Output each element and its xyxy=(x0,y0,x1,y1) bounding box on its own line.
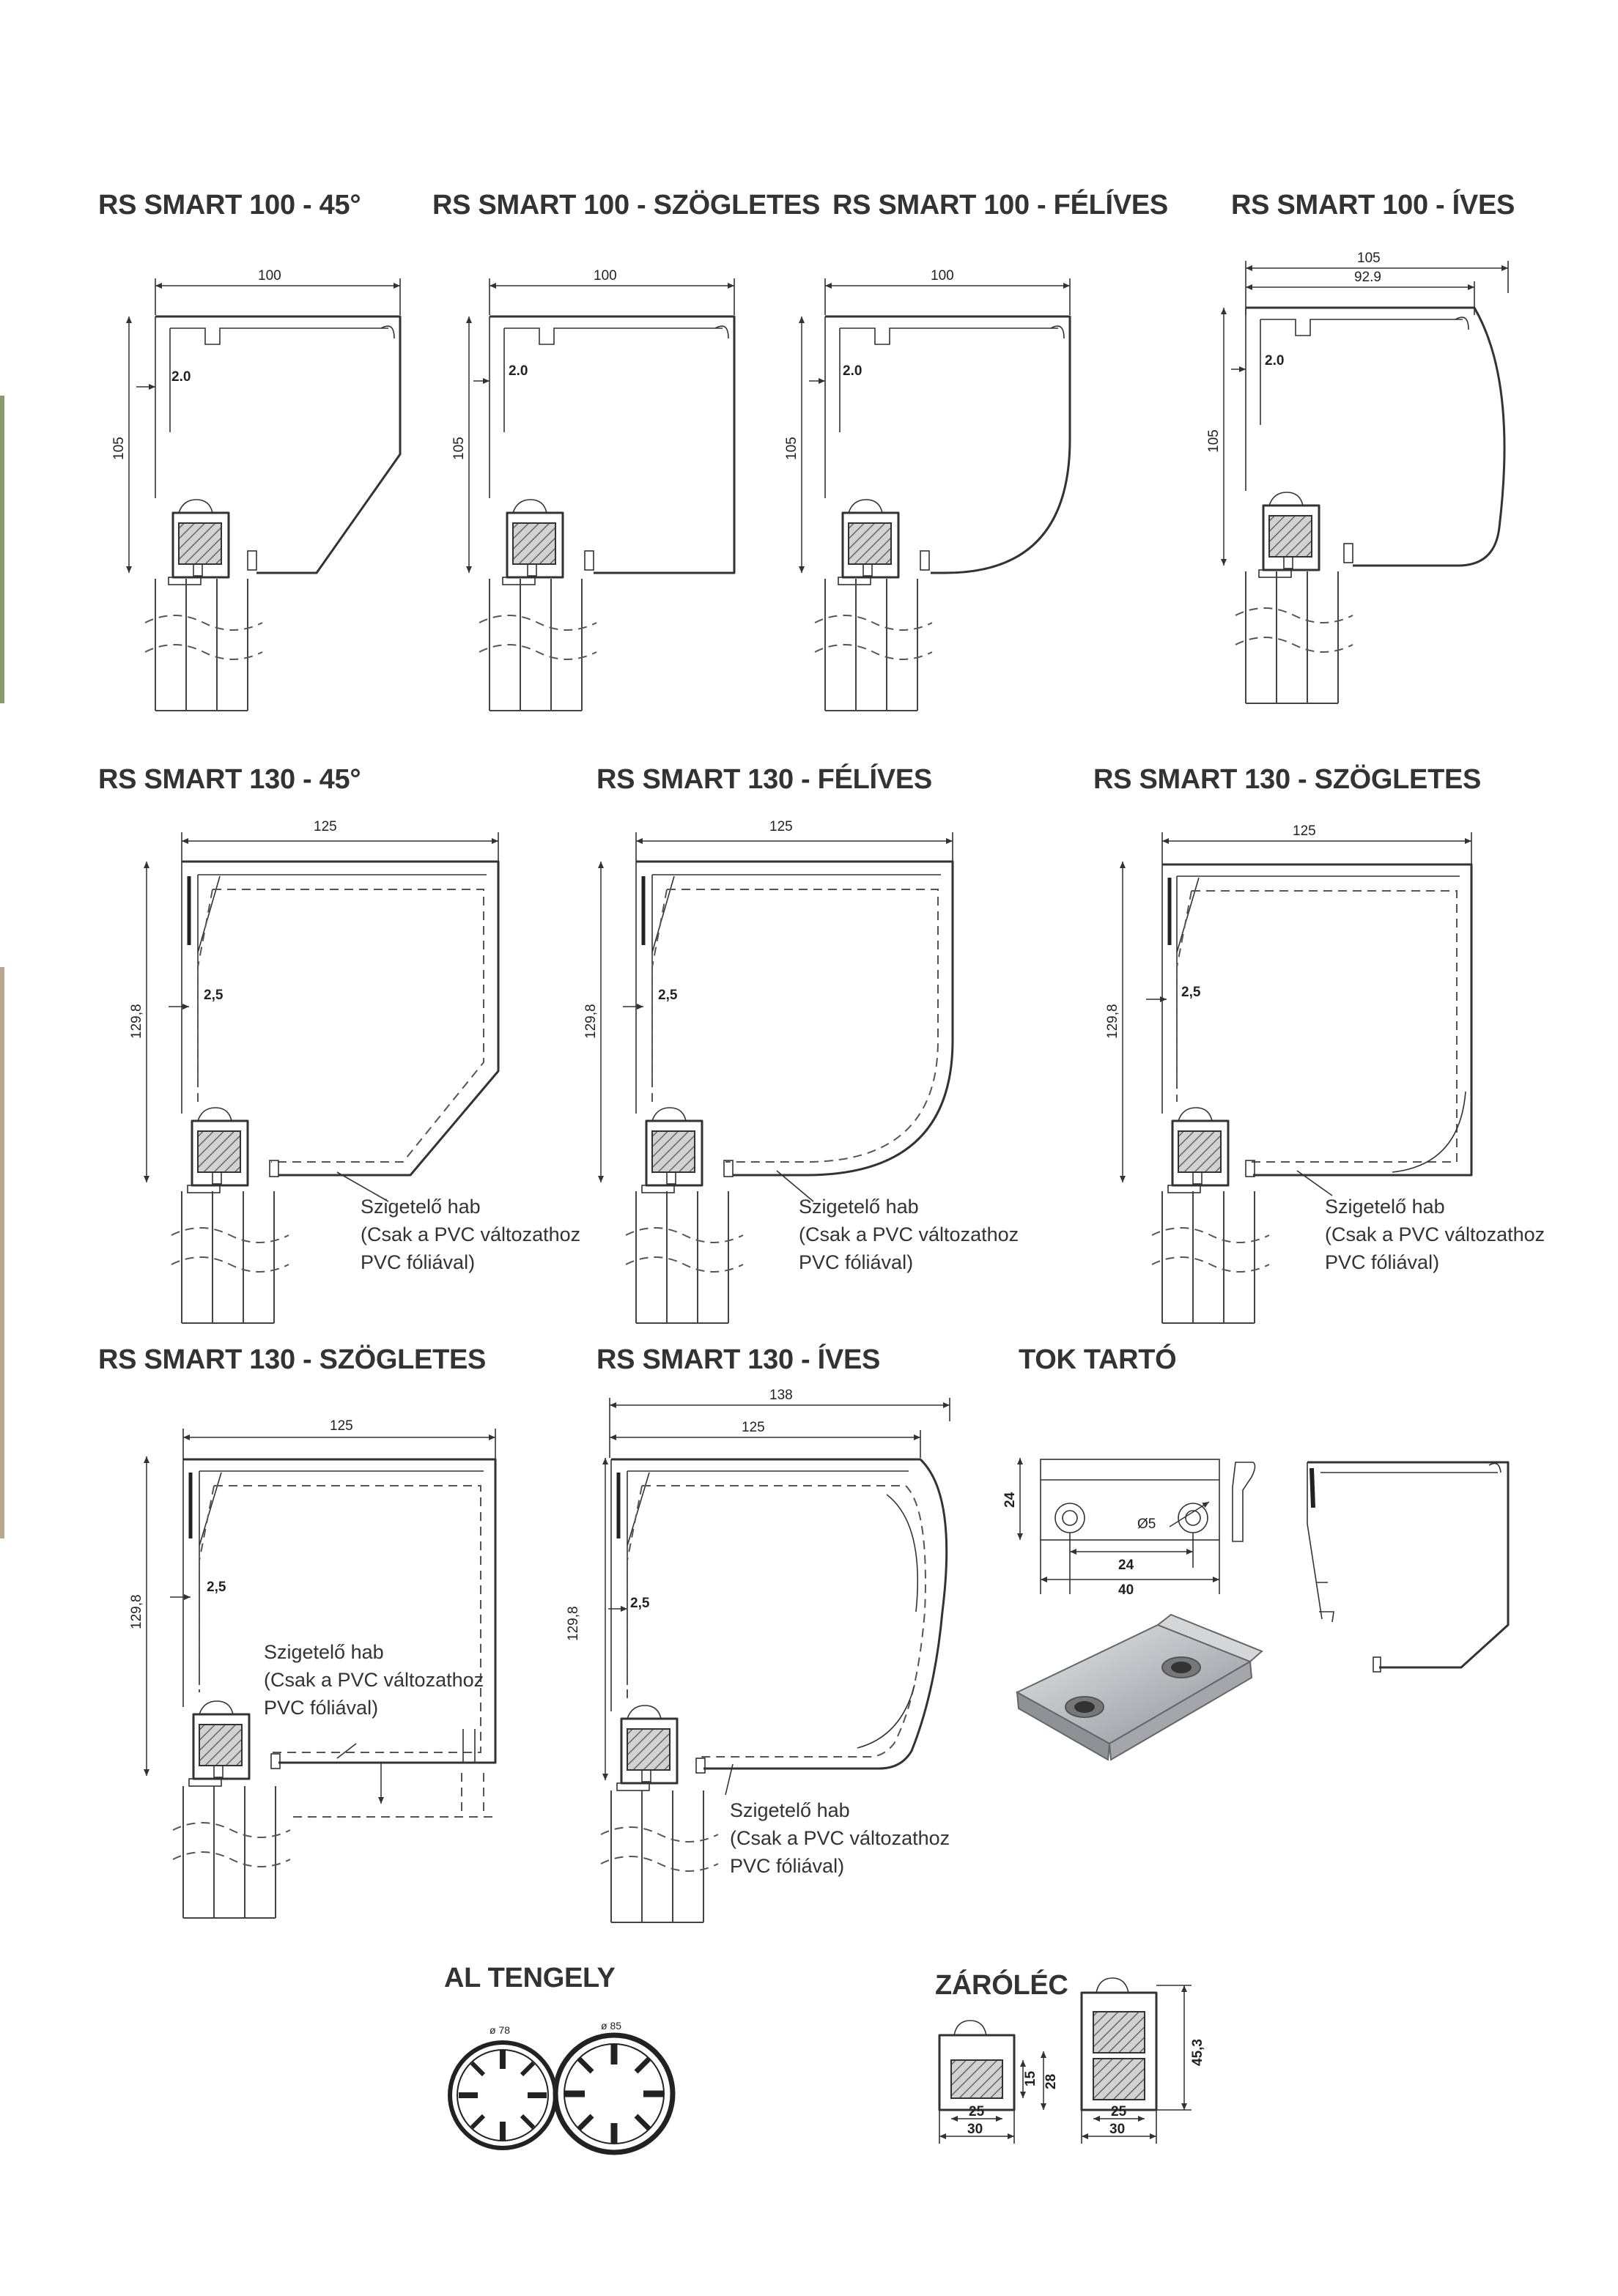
dim-tok-w24: 24 xyxy=(1118,1558,1134,1573)
title-zarolec: ZÁRÓLÉC xyxy=(935,1969,1068,2001)
dim-height: 129,8 xyxy=(1105,1004,1120,1039)
dim-width: 100 xyxy=(594,268,617,284)
dim-width-inner: 125 xyxy=(742,1420,765,1435)
title-al-tengely: AL TENGELY xyxy=(444,1963,616,1993)
edge-strip-lower xyxy=(0,967,4,1538)
diagram-rs100-felives: 100 105 2.0 xyxy=(784,268,1071,711)
title-rs100-ives: RS SMART 100 - ÍVES xyxy=(1231,188,1515,221)
dim-width: 100 xyxy=(931,268,954,284)
dim-width: 125 xyxy=(314,819,337,834)
dim-width-outer: 105 xyxy=(1357,251,1381,266)
dim-z453: 45,3 xyxy=(1190,2039,1205,2066)
dim-width-outer: 138 xyxy=(769,1388,793,1403)
note-line1: Szigetelő hab xyxy=(361,1196,481,1218)
dim-tok-height: 24 xyxy=(1002,1492,1018,1508)
dim-height: 129,8 xyxy=(583,1004,599,1039)
title-rs130-ives: RS SMART 130 - ÍVES xyxy=(596,1343,880,1375)
dim-thickness: 2,5 xyxy=(204,988,224,1003)
title-rs100-felives: RS SMART 100 - FÉLÍVES xyxy=(832,188,1168,221)
dim-d85: ø 85 xyxy=(601,2020,621,2032)
title-rs130-45: RS SMART 130 - 45° xyxy=(98,764,361,795)
title-rs130-szogletes: RS SMART 130 - SZÖGLETES xyxy=(1093,763,1481,795)
note-line2: (Csak a PVC változathoz xyxy=(730,1827,950,1849)
dim-thickness: 2,5 xyxy=(658,988,678,1003)
dim-z15: 15 xyxy=(1023,2070,1038,2086)
edge-strip xyxy=(0,396,4,703)
dim-height: 105 xyxy=(451,437,467,460)
dim-z30-large: 30 xyxy=(1109,2122,1125,2137)
note-line1: Szigetelő hab xyxy=(1325,1196,1445,1218)
title-rs100-45: RS SMART 100 - 45° xyxy=(98,190,361,221)
note-line3: PVC fóliával) xyxy=(730,1855,844,1877)
dim-z28: 28 xyxy=(1043,2074,1059,2089)
dim-d78: ø 78 xyxy=(490,2024,510,2036)
dim-height: 105 xyxy=(784,437,799,460)
note-line1: Szigetelő hab xyxy=(799,1196,919,1218)
note-line3: PVC fóliával) xyxy=(264,1697,378,1719)
diagram-rs100-szogletes: 100 105 2.0 xyxy=(451,268,736,711)
note-line2: (Csak a PVC változathoz xyxy=(264,1669,484,1691)
diagram-rs130-ives: 138 125 129,8 2,5 Szigetelő hab (Csak a … xyxy=(566,1388,950,1923)
diagram-rs100-ives: 105 92.9 105 2.0 xyxy=(1206,251,1509,704)
dim-height: 105 xyxy=(111,437,127,460)
dim-height: 129,8 xyxy=(566,1606,581,1641)
diagram-rs130-felives: 125 129,8 2,5 Szigetelő hab (Csak a PVC … xyxy=(583,819,1019,1324)
dim-height: 105 xyxy=(1206,429,1222,453)
dim-thickness: 2,5 xyxy=(630,1596,650,1611)
dim-z30: 30 xyxy=(967,2122,983,2137)
diagram-rs100-45: 100 105 2.0 xyxy=(111,268,402,711)
dim-thickness: 2.0 xyxy=(171,369,191,385)
diagram-zarolec: 15 28 25 30 45,3 25 30 xyxy=(938,1977,1205,2144)
dim-thickness: 2,5 xyxy=(207,1580,226,1595)
note-line2: (Csak a PVC változathoz xyxy=(799,1223,1019,1245)
diagram-rs130-szogletes-2: 125 129,8 2,5 Szigetelő hab (Csak a PVC … xyxy=(129,1418,498,1919)
diagram-tok-tarto: 24 Ø5 24 40 xyxy=(1002,1458,1510,1761)
dim-tok-hole: Ø5 xyxy=(1137,1517,1156,1532)
title-rs100-szogletes: RS SMART 100 - SZÖGLETES xyxy=(432,189,820,221)
dim-thickness: 2.0 xyxy=(1265,353,1284,369)
dim-height: 129,8 xyxy=(129,1594,144,1629)
note-line1: Szigetelő hab xyxy=(730,1799,850,1821)
note-line3: PVC fóliával) xyxy=(1325,1251,1439,1273)
note-line3: PVC fóliával) xyxy=(361,1251,475,1273)
dim-width: 125 xyxy=(769,819,793,834)
dim-width-inner: 92.9 xyxy=(1354,270,1381,285)
dim-tok-w40: 40 xyxy=(1118,1582,1134,1598)
dim-thickness: 2,5 xyxy=(1181,985,1201,1000)
note-line1: Szigetelő hab xyxy=(264,1641,384,1663)
diagram-al-tengely: ø 78 ø 85 xyxy=(448,2020,676,2155)
dim-width: 125 xyxy=(330,1418,353,1434)
title-tok-tarto: TOK TARTÓ xyxy=(1019,1343,1176,1375)
dim-width: 100 xyxy=(258,268,281,284)
dim-height: 129,8 xyxy=(129,1004,144,1039)
note-line2: (Csak a PVC változathoz xyxy=(361,1223,580,1245)
dim-thickness: 2.0 xyxy=(843,363,862,379)
dim-width: 125 xyxy=(1293,823,1316,839)
diagram-rs130-45: 125 129,8 2,5 Szigetelő hab (Csak a PVC … xyxy=(129,819,580,1324)
title-rs130-felives: RS SMART 130 - FÉLÍVES xyxy=(596,763,932,795)
title-rs130-szogletes-2: RS SMART 130 - SZÖGLETES xyxy=(98,1344,486,1375)
note-line2: (Csak a PVC változathoz xyxy=(1325,1223,1545,1245)
dim-thickness: 2.0 xyxy=(509,363,528,379)
diagram-rs130-szogletes: 125 129,8 2,5 Szigetelő hab (Csak a PVC … xyxy=(1105,823,1545,1324)
dim-z25: 25 xyxy=(969,2104,985,2119)
note-line3: PVC fóliával) xyxy=(799,1251,913,1273)
dim-z25-large: 25 xyxy=(1111,2104,1127,2119)
